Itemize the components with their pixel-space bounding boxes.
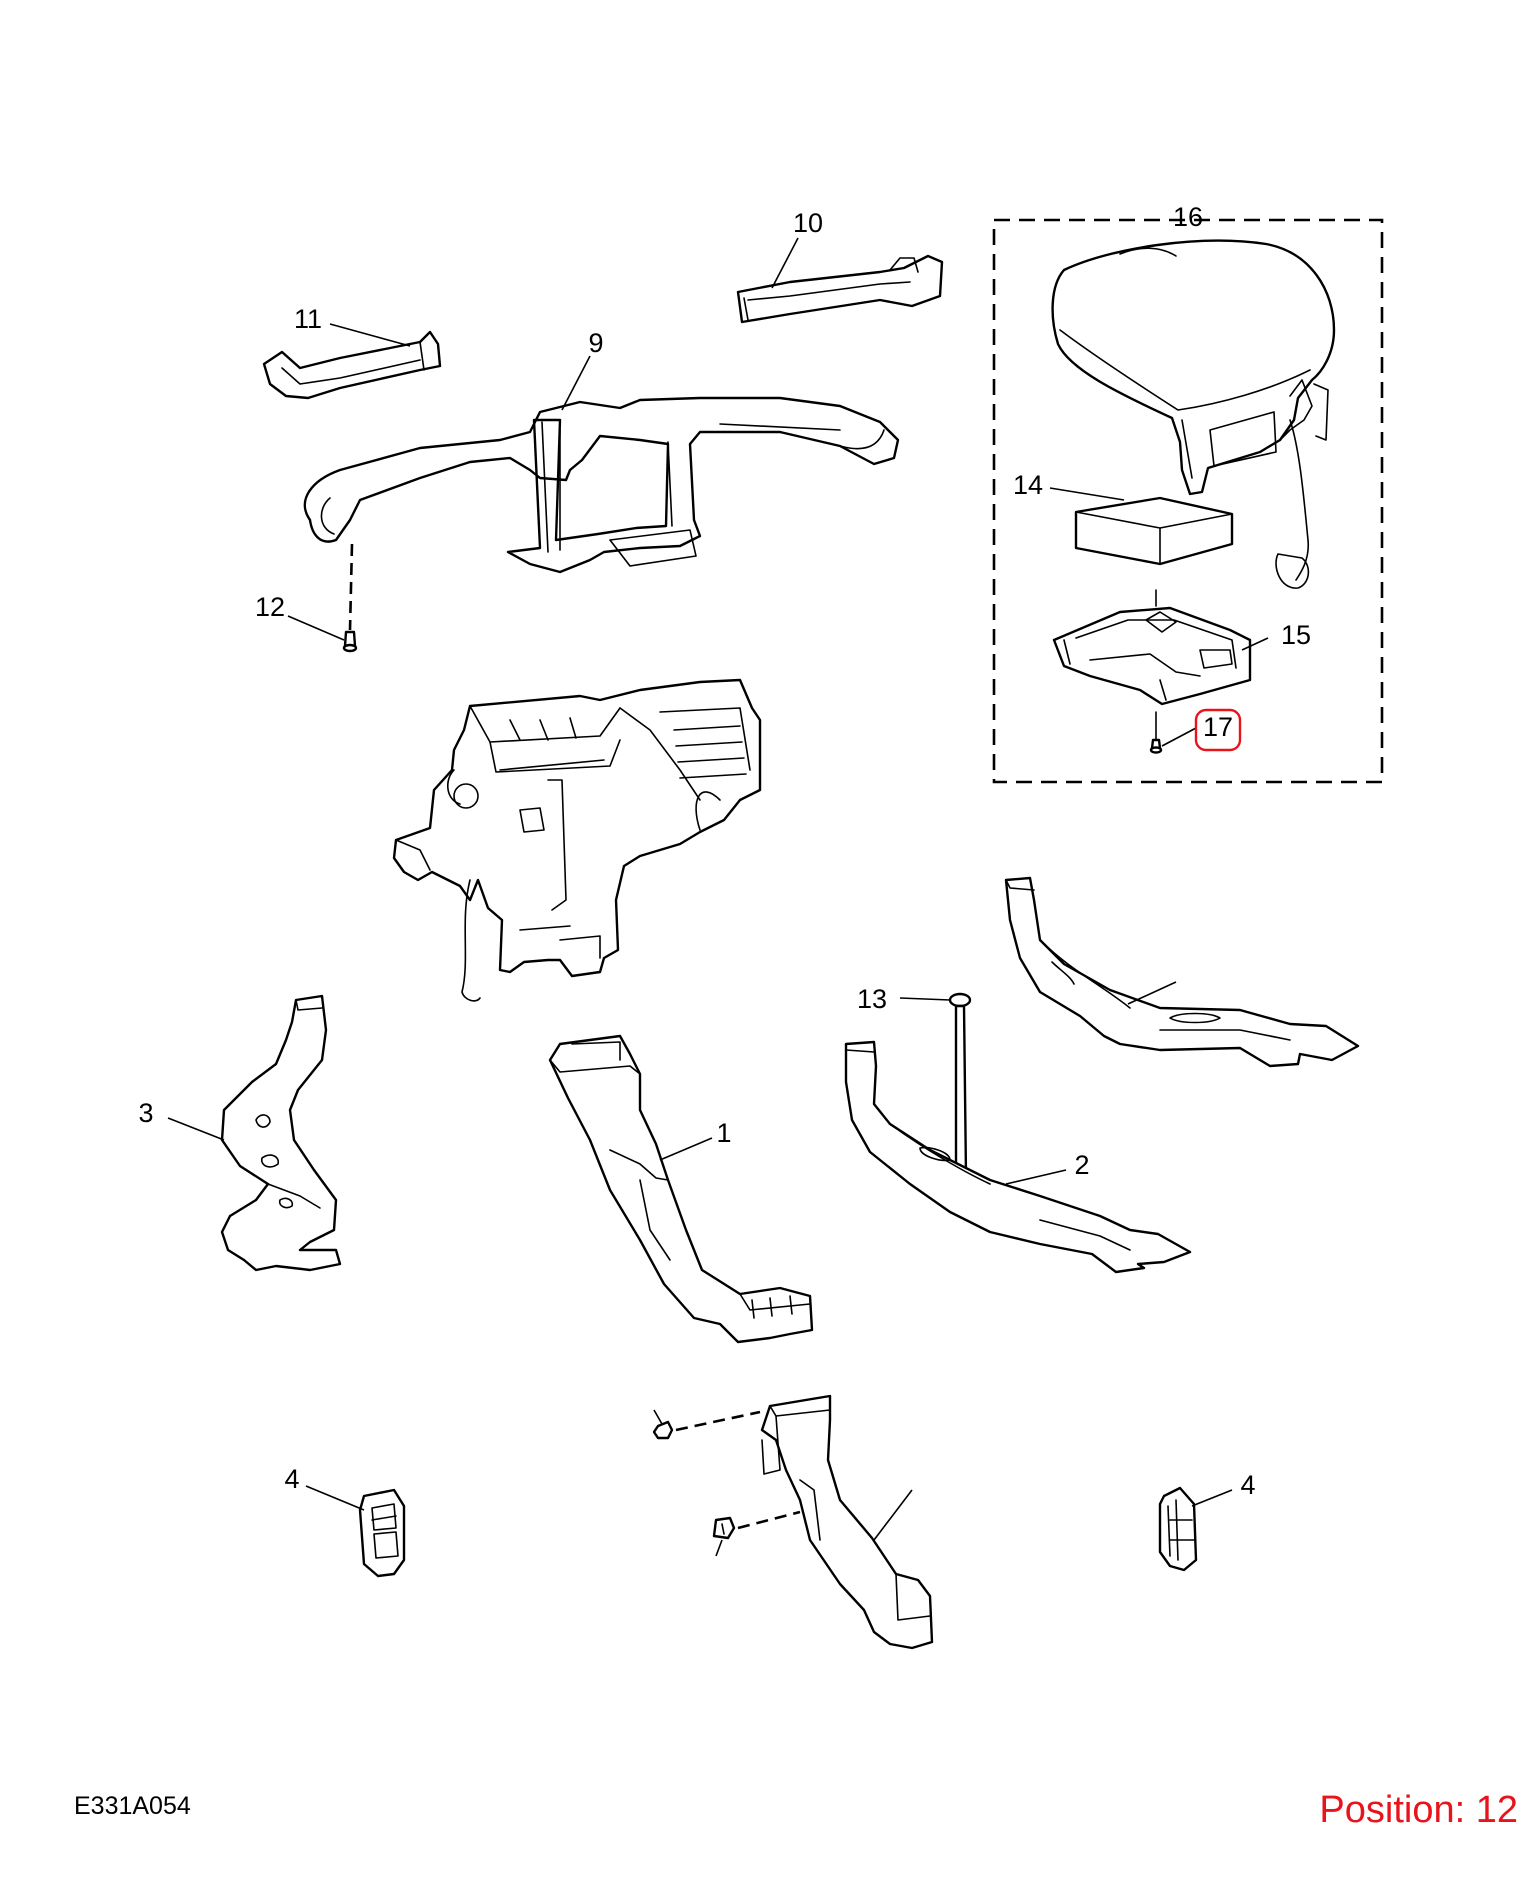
part-16-duct[interactable] (1004, 876, 1360, 1068)
callout-1[interactable]: 1 (716, 1118, 731, 1148)
callout-8[interactable]: 12 (255, 592, 285, 622)
part-5-main-duct[interactable] (303, 396, 900, 574)
part-1-duct[interactable] (548, 1034, 814, 1344)
callout-13[interactable]: 16 (1173, 202, 1203, 232)
part-6-duct[interactable] (736, 254, 944, 324)
position-label: Position: 12 (1319, 1789, 1518, 1831)
callout-9[interactable]: 13 (857, 984, 887, 1014)
leader-lines (167, 237, 1269, 1557)
callout-11[interactable]: 15 (1281, 620, 1311, 650)
callout-12-highlight (1194, 708, 1242, 752)
callout-6[interactable]: 10 (793, 208, 823, 238)
part-8-screw[interactable] (342, 543, 358, 653)
part-7-duct[interactable] (262, 330, 442, 400)
part-9-rod[interactable] (946, 992, 974, 1188)
part-12-screw[interactable] (1149, 711, 1163, 754)
callout-labels: 10 16 11 9 14 12 15 17 13 2 3 1 4 4 (138, 202, 1311, 1500)
callout-2[interactable]: 2 (1074, 1150, 1089, 1180)
part-3-duct[interactable] (220, 994, 342, 1272)
callout-3[interactable]: 3 (138, 1098, 153, 1128)
callout-5[interactable]: 9 (588, 328, 603, 358)
callout-4-right[interactable]: 4 (1240, 1470, 1255, 1500)
hvac-heater-unit[interactable] (392, 678, 762, 1002)
part-10-pad[interactable] (1074, 496, 1234, 566)
callout-12[interactable]: 17 (1203, 712, 1233, 742)
part-14-duct[interactable] (760, 1394, 934, 1650)
reference-code: E331A054 (74, 1792, 191, 1820)
part-11-tray[interactable] (1052, 589, 1252, 706)
part-17-clip[interactable] (712, 1510, 801, 1540)
part-13-armrest-lid[interactable] (1051, 239, 1336, 589)
callout-4-left[interactable]: 4 (284, 1464, 299, 1494)
callout-10[interactable]: 14 (1013, 470, 1043, 500)
part-2-duct[interactable] (844, 1040, 1192, 1274)
part-4-vent-right[interactable] (1158, 1486, 1198, 1572)
part-15-bolt[interactable] (652, 1410, 761, 1440)
part-4-vent-left[interactable] (358, 1488, 406, 1578)
callout-7[interactable]: 11 (294, 304, 322, 334)
